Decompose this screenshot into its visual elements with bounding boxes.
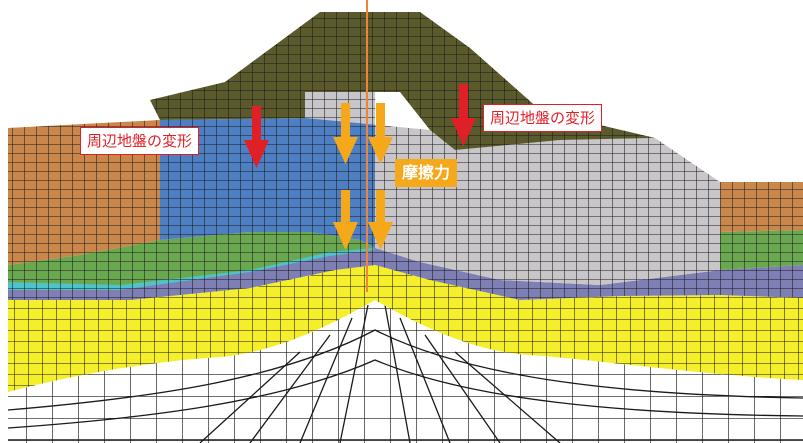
friction-label: 摩擦力 [395, 159, 458, 187]
friction-arrow-lower-left-icon [333, 190, 358, 250]
friction-arrow-upper-right-icon [368, 103, 393, 164]
deformation-arrow-right-icon [451, 84, 476, 146]
friction-arrow-upper-left-icon [333, 103, 358, 164]
friction-arrow-lower-right-icon [368, 190, 393, 250]
deformation-label-right: 周辺地盤の変形 [483, 104, 603, 132]
deformation-arrow-left-icon [244, 106, 269, 168]
deformation-label-left: 周辺地盤の変形 [80, 127, 200, 155]
